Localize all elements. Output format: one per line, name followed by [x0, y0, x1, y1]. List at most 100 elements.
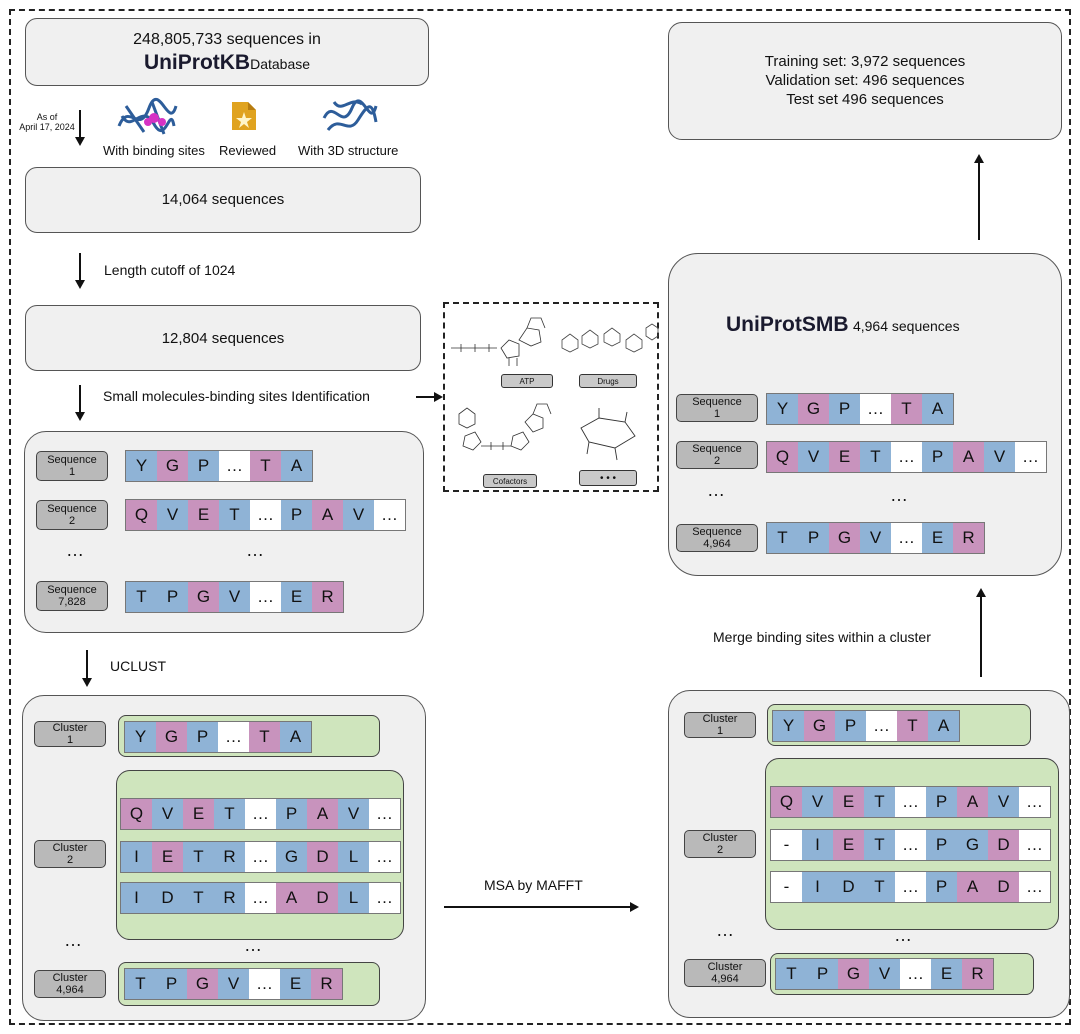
uniprotkb-box: 248,805,733 sequences in UniProtKBDataba… [25, 18, 429, 86]
residue-cell: T [183, 883, 214, 913]
box-12804-text: 12,804 sequences [161, 330, 285, 347]
residue-cell: L [338, 883, 369, 913]
uclust-label: UCLUST [110, 658, 167, 674]
residue-cell: G [157, 451, 188, 481]
glucose-structure-icon [580, 408, 636, 461]
uniprotsmb-brand: UniProtSMB [726, 313, 849, 336]
residue-cell: E [281, 582, 312, 612]
residue-cell: V [218, 969, 249, 999]
residue-cell: G [187, 969, 218, 999]
residue-cell: … [895, 872, 926, 902]
residue-cell: D [988, 872, 1019, 902]
arrow-head [75, 412, 85, 421]
residue-cell: A [312, 500, 343, 530]
residue-cell: T [891, 394, 922, 424]
residue-cell: G [276, 842, 307, 872]
residue-cell: R [962, 959, 993, 989]
residue-cell: T [864, 872, 895, 902]
residue-cell: … [900, 959, 931, 989]
residue-cell: E [183, 799, 214, 829]
reviewed-icon [232, 102, 256, 130]
residue-cell: P [835, 711, 866, 741]
arrow-head [82, 678, 92, 687]
arrow-shaft [980, 597, 982, 677]
residue-cell: V [343, 500, 374, 530]
residue-cell: … [1019, 872, 1050, 902]
arrow-shaft [79, 385, 81, 413]
residue-cell: T [864, 787, 895, 817]
uniprotkb-suffix: Database [250, 56, 311, 72]
residue-cell: I [802, 872, 833, 902]
residue-cell: R [214, 883, 245, 913]
arrow-head [434, 392, 443, 402]
residue-cell: G [798, 394, 829, 424]
arrow-shaft [79, 253, 81, 281]
reviewed-label: Reviewed [219, 143, 277, 158]
residue-cell: A [280, 722, 311, 752]
with-3d-structure-label: With 3D structure [298, 143, 399, 158]
uniprotsmb-title: UniProtSMB 4,964 sequences [726, 313, 960, 337]
residue-cell: T [126, 582, 157, 612]
residue-cell: E [829, 442, 860, 472]
uniprotkb-count: 248,805,733 sequences in [133, 31, 321, 48]
atp-structure-icon [451, 317, 546, 366]
arrow-head [75, 137, 85, 146]
residue-cell: R [214, 842, 245, 872]
residue-cell: T [125, 969, 156, 999]
residue-cell: G [804, 711, 835, 741]
residue-cell: A [276, 883, 307, 913]
residue-cell: I [802, 830, 833, 860]
residue-cell: E [188, 500, 219, 530]
residue-cell: Y [773, 711, 804, 741]
merge-label: Merge binding sites within a cluster [713, 629, 931, 645]
residue-cell: G [838, 959, 869, 989]
residue-cell: … [860, 394, 891, 424]
residue-cell: … [369, 842, 400, 872]
residue-cell: A [928, 711, 959, 741]
residue-cell: A [307, 799, 338, 829]
residue-cell: E [922, 523, 953, 553]
residue-cell: G [829, 523, 860, 553]
date-note: As of April 17, 2024 [19, 112, 75, 132]
cofactors-label: Cofactors [483, 474, 537, 488]
residue-cell: V [798, 442, 829, 472]
residue-cell: P [156, 969, 187, 999]
training-set: Training set: 3,972 sequences [764, 53, 966, 70]
ellipsis: … [66, 540, 85, 560]
residue-cell: V [984, 442, 1015, 472]
residue-cell: E [833, 830, 864, 860]
residue-cell: Y [125, 722, 156, 752]
residue-cell: … [1019, 787, 1050, 817]
residue-cell: P [798, 523, 829, 553]
residue-cell: E [833, 787, 864, 817]
arrow-head [976, 588, 986, 597]
residue-cell: T [183, 842, 214, 872]
residue-cell: … [249, 969, 280, 999]
residue-cell: D [307, 883, 338, 913]
cofactors-structure-icon [458, 403, 552, 451]
residue-cell: - [771, 872, 802, 902]
arrow-head [630, 902, 639, 912]
residue-cell: T [249, 722, 280, 752]
residue-cell: R [312, 582, 343, 612]
residue-cell: E [931, 959, 962, 989]
residue-cell: P [926, 787, 957, 817]
residue-cell: Q [126, 500, 157, 530]
residue-cell: V [988, 787, 1019, 817]
